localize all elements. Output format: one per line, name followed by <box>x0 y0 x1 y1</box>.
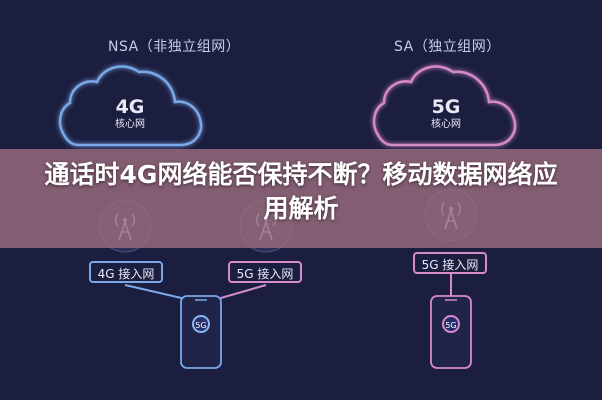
cloud-icon <box>58 65 203 147</box>
sa-core-label: 5G 核心网 <box>416 96 476 132</box>
sa-title: SA（独立组网） <box>394 39 501 55</box>
nsa-connectors <box>124 284 267 301</box>
nsa-core-label: 4G 核心网 <box>100 96 160 132</box>
sa-phone-label: 5G <box>442 315 460 333</box>
nsa-title: NSA（非独立组网） <box>108 39 241 55</box>
headline-banner <box>0 149 602 248</box>
sa-core-generation: 5G <box>431 96 461 118</box>
nsa-access-5g: 5G 接入网 <box>228 261 302 283</box>
nsa-core-generation: 4G <box>115 96 145 118</box>
nsa-core-sublabel: 核心网 <box>115 119 145 130</box>
cloud-icon <box>372 65 517 147</box>
nsa-access-4g: 4G 接入网 <box>89 261 163 283</box>
sa-core-sublabel: 核心网 <box>431 119 461 130</box>
headline: 通话时4G网络能否保持不断？移动数据网络应用解析 <box>44 160 558 223</box>
nsa-phone-label: 5G <box>192 315 210 333</box>
sa-access-5g: 5G 接入网 <box>413 252 487 274</box>
